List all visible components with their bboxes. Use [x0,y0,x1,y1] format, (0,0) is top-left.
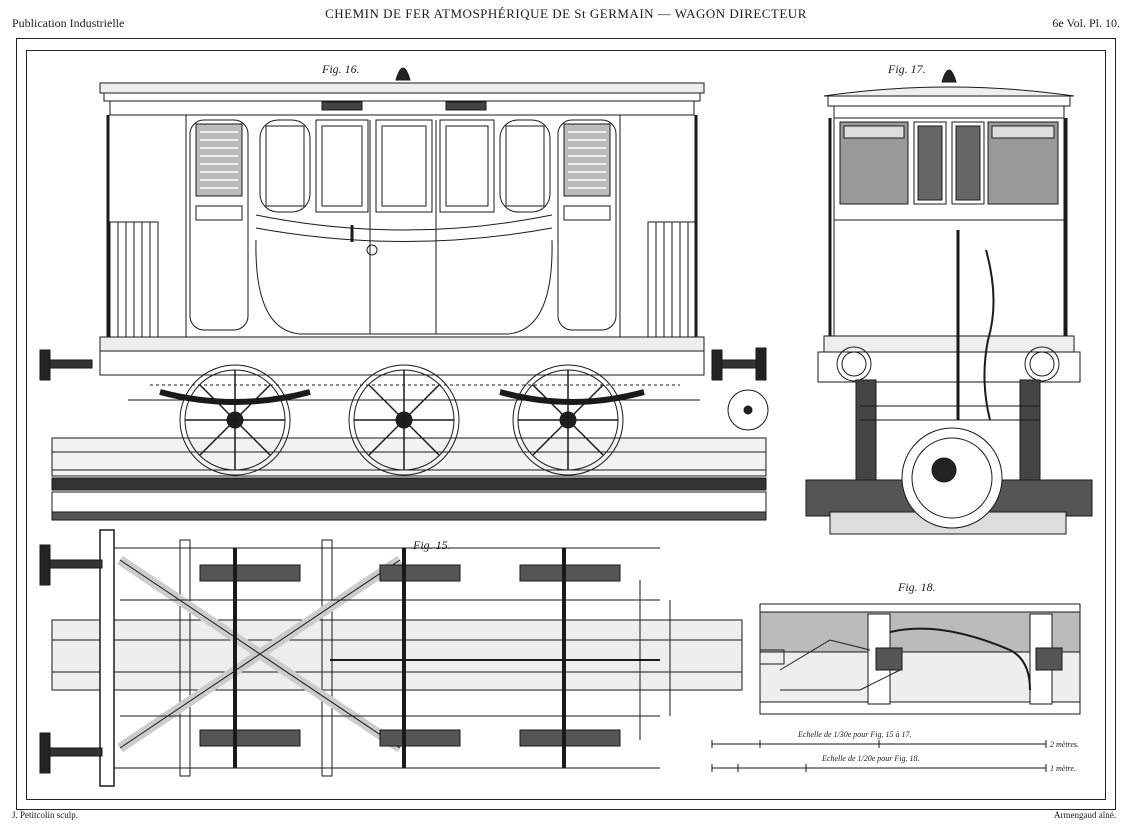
volume-label: 6e Vol. Pl. 10. [1052,16,1120,30]
fig17-end-elevation [805,69,1093,535]
fig16-side-elevation [39,67,769,521]
scale1-label: Echelle de 1/30e pour Fig. 15 à 17. [798,730,912,739]
fig18-detail [759,603,1081,715]
publisher-label: Publication Industrielle [12,16,125,30]
inner-frame [26,50,1106,800]
outer-frame [16,38,1116,810]
fig16-label: Fig. 16. [322,62,360,76]
wheels-fig16 [179,364,624,476]
plate-title: CHEMIN DE FER ATMOSPHÉRIQUE DE St GERMAI… [325,6,807,21]
author-credit: Armengaud aîné. [1054,810,1116,820]
engraver-credit: J. Petitcolin sculp. [12,810,78,820]
fig17-label: Fig. 17. [888,62,926,76]
fig18-label: Fig. 18. [898,580,936,594]
fig15-plan-view [39,529,743,787]
scale2-unit: 1 mètre. [1050,764,1076,773]
scale2-label: Echelle de 1/20e pour Fig. 18. [822,754,920,763]
scale1-unit: 2 mètres. [1050,740,1080,749]
scale-bars [711,740,1047,772]
